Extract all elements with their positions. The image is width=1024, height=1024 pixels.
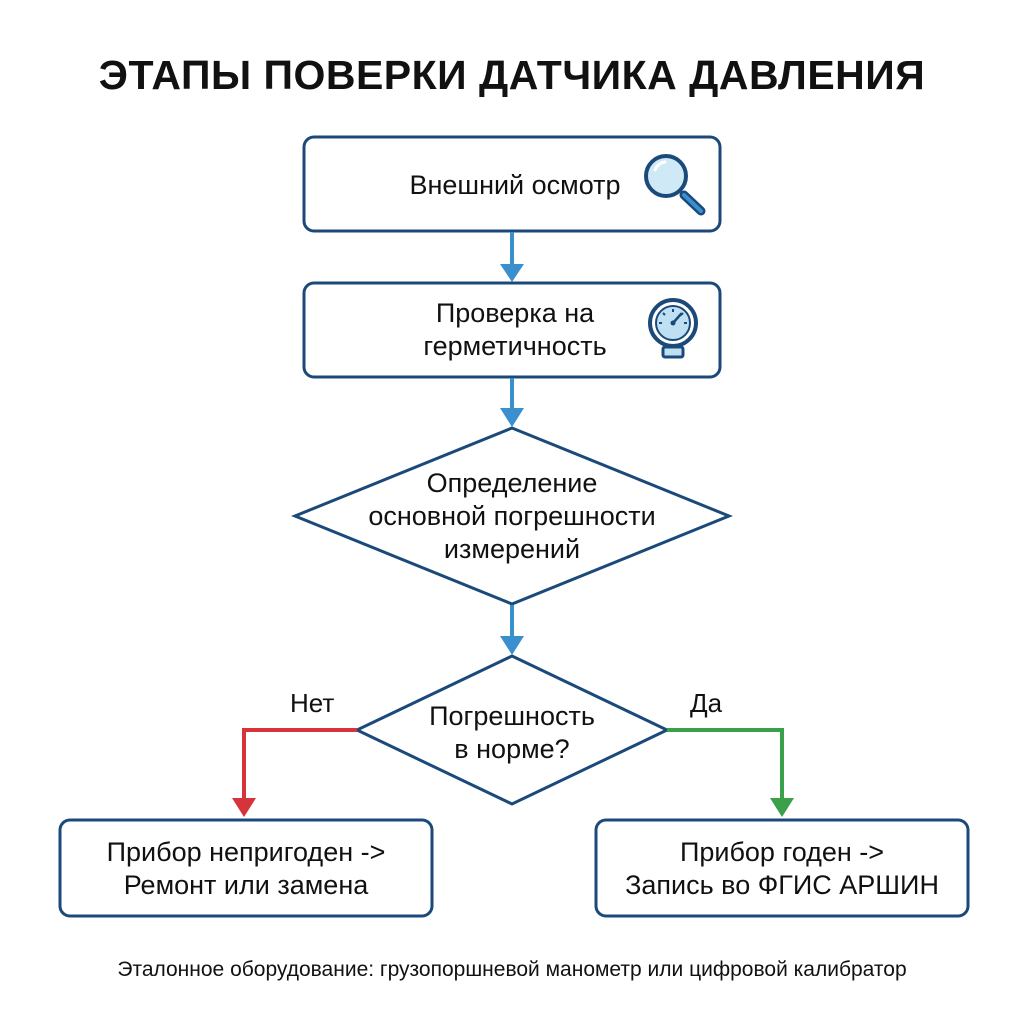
- step-diamond-error-determination: [291, 426, 733, 606]
- result-box-fail: [58, 818, 434, 918]
- arrow-tightness-to-error: [500, 378, 524, 427]
- decision-diamond: [353, 654, 671, 806]
- arrow-error-to-decision: [500, 605, 524, 655]
- step-text-error-line3: измерений: [443, 533, 581, 564]
- arrow-yes-branch: [667, 728, 794, 817]
- result-text-pass-line2: Запись во ФГИС АРШИН: [625, 870, 939, 900]
- arrow-no-branch: [232, 728, 357, 817]
- step-box-tightness: [302, 281, 722, 379]
- step-label-tightness: Проверка на герметичность: [380, 295, 650, 365]
- arrow-inspection-to-tightness: [500, 232, 524, 282]
- branch-label-no: Нет: [290, 688, 335, 718]
- result-label-fail: Прибор непригоден -> Ремонт или замена: [64, 834, 428, 904]
- step-text-inspection: Внешний осмотр: [409, 169, 621, 200]
- branch-label-yes: Да: [690, 688, 723, 718]
- result-text-fail-line2: Ремонт или замена: [123, 870, 369, 900]
- step-text-tightness-line1: Проверка на: [435, 298, 595, 328]
- result-text-pass-line1: Прибор годен ->: [679, 837, 885, 867]
- decision-label: Погрешность в норме?: [402, 700, 622, 766]
- step-text-error-line2: основной погрешности: [368, 500, 656, 531]
- pressure-gauge-icon: [648, 298, 698, 359]
- step-box-inspection: [302, 135, 722, 233]
- decision-text-line2: в норме?: [454, 734, 570, 764]
- decision-text-line1: Погрешность: [429, 701, 595, 731]
- footer-note: Эталонное оборудование: грузопоршневой м…: [117, 958, 907, 981]
- step-text-tightness-line2: герметичность: [423, 331, 607, 361]
- result-box-pass: [594, 818, 970, 918]
- step-label-inspection: Внешний осмотр: [380, 165, 650, 205]
- step-label-error-determination: Определение основной погрешности измерен…: [332, 466, 692, 566]
- magnifier-icon: [644, 154, 706, 216]
- page-title: ЭТАПЫ ПОВЕРКИ ДАТЧИКА ДАВЛЕНИЯ: [98, 52, 926, 98]
- result-label-pass: Прибор годен -> Запись во ФГИС АРШИН: [600, 834, 964, 904]
- step-text-error-line1: Определение: [426, 467, 598, 498]
- result-text-fail-line1: Прибор непригоден ->: [106, 837, 386, 867]
